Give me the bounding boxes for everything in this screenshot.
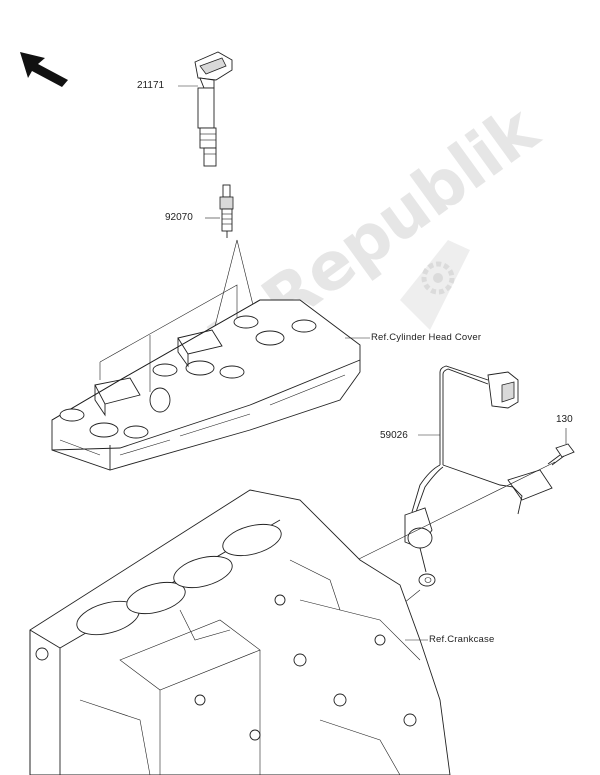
leader-plug-head (236, 239, 254, 306)
arrow-up-left-icon (20, 52, 68, 87)
crankcase[interactable] (29, 489, 451, 775)
leader-plug-head-2 (213, 239, 238, 331)
guide-line-head (99, 284, 238, 363)
gear-icon (400, 240, 470, 330)
label-59026: 59026 (380, 430, 408, 441)
bolt[interactable] (547, 443, 575, 466)
cylinder-head-cover[interactable] (51, 299, 361, 471)
label-21171: 21171 (137, 80, 165, 91)
label-130: 130 (556, 414, 573, 425)
ignition-coil[interactable] (194, 51, 233, 167)
label-ref-crankcase: Ref.Crankcase (429, 634, 495, 645)
crank-sensor[interactable] (404, 365, 553, 587)
label-ref-cylinder-head-cover: Ref.Cylinder Head Cover (371, 332, 482, 343)
label-92070: 92070 (165, 212, 193, 223)
spark-plug[interactable] (219, 184, 234, 238)
